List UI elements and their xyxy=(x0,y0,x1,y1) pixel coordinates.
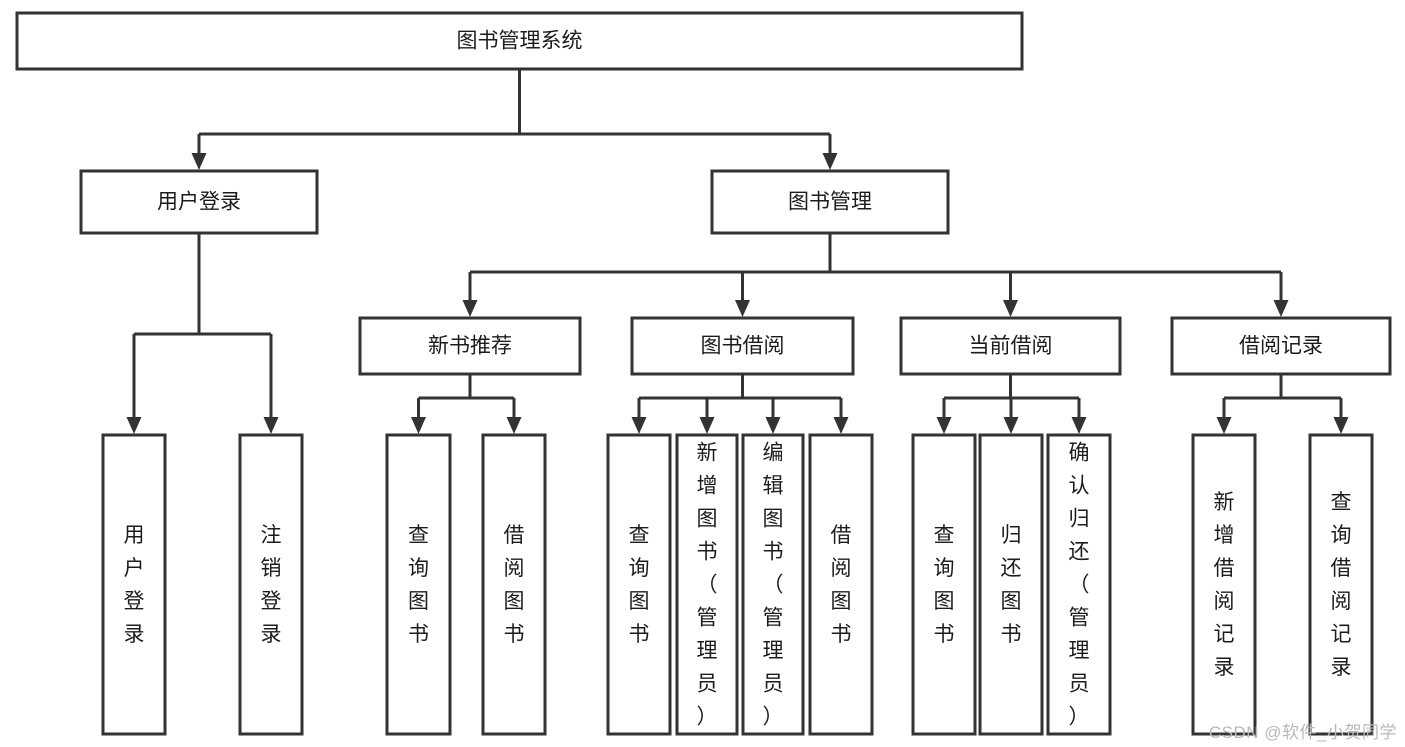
node-borrow[interactable]: 图书借阅 xyxy=(630,316,855,376)
node-box-leaf-borrow-book-1[interactable] xyxy=(481,433,547,736)
node-label-borrow: 图书借阅 xyxy=(701,335,785,358)
connector-group-newbook xyxy=(411,374,522,434)
node-box-bookmgmt[interactable] xyxy=(710,169,950,235)
node-box-leaf-query-record[interactable] xyxy=(1308,433,1374,736)
node-label-login: 用户登录 xyxy=(157,191,241,214)
node-box-borrow[interactable] xyxy=(630,316,855,376)
node-box-login[interactable] xyxy=(79,169,319,235)
node-records[interactable]: 借阅记录 xyxy=(1170,316,1392,376)
node-label-root: 图书管理系统 xyxy=(457,30,583,53)
node-label-leaf-query-book-1: 查询图书 xyxy=(408,524,429,646)
node-leaf-query-book-1[interactable]: 查询图书 xyxy=(385,433,452,736)
watermark-label: CSDN @软件_小贺同学 xyxy=(1208,723,1397,742)
connector-group-root xyxy=(191,69,838,170)
node-box-current[interactable] xyxy=(899,316,1122,376)
node-box-leaf-query-book-3[interactable] xyxy=(911,433,977,736)
node-leaf-query-book-2[interactable]: 查询图书 xyxy=(606,433,672,736)
node-bookmgmt[interactable]: 图书管理 xyxy=(710,169,950,235)
node-box-newbook[interactable] xyxy=(358,316,582,376)
node-leaf-query-book-3[interactable]: 查询图书 xyxy=(911,433,977,736)
node-label-leaf-borrow-book-1: 借阅图书 xyxy=(504,524,525,646)
connector-group-bookmgmt xyxy=(462,233,1289,317)
node-leaf-add-book[interactable]: 新增图书（管理员） xyxy=(675,433,739,736)
node-current[interactable]: 当前借阅 xyxy=(899,316,1122,376)
node-box-leaf-query-book-2[interactable] xyxy=(606,433,672,736)
node-box-leaf-user-logout[interactable] xyxy=(238,433,304,736)
node-box-leaf-query-book-1[interactable] xyxy=(385,433,452,736)
node-label-leaf-borrow-book-2: 借阅图书 xyxy=(831,524,852,646)
node-label-leaf-add-book: 新增图书（管理员） xyxy=(697,441,718,728)
node-newbook[interactable]: 新书推荐 xyxy=(358,316,582,376)
connector-group-current xyxy=(936,374,1087,434)
node-label-leaf-query-book-2: 查询图书 xyxy=(629,524,650,646)
node-leaf-return-book[interactable]: 归还图书 xyxy=(978,433,1044,736)
node-leaf-user-logout[interactable]: 注销登录 xyxy=(238,433,304,736)
node-label-bookmgmt: 图书管理 xyxy=(788,191,872,214)
connectors-layer xyxy=(126,69,1349,434)
connector-group-login xyxy=(126,233,279,434)
node-label-leaf-edit-book: 编辑图书（管理员） xyxy=(763,441,784,728)
node-label-current: 当前借阅 xyxy=(969,335,1053,358)
node-leaf-borrow-book-1[interactable]: 借阅图书 xyxy=(481,433,547,736)
node-box-leaf-edit-book[interactable] xyxy=(741,433,805,736)
node-label-newbook: 新书推荐 xyxy=(428,335,512,358)
node-box-leaf-add-book[interactable] xyxy=(675,433,739,736)
node-label-records: 借阅记录 xyxy=(1239,335,1323,358)
node-box-records[interactable] xyxy=(1170,316,1392,376)
node-label-leaf-add-record: 新增借阅记录 xyxy=(1214,491,1235,679)
node-box-leaf-add-record[interactable] xyxy=(1191,433,1257,736)
connector-group-records xyxy=(1216,374,1349,434)
node-label-leaf-confirm-return: 确认归还（管理员） xyxy=(1069,441,1090,728)
node-box-leaf-confirm-return[interactable] xyxy=(1046,433,1112,736)
node-label-leaf-return-book: 归还图书 xyxy=(1001,524,1022,646)
node-leaf-add-record[interactable]: 新增借阅记录 xyxy=(1191,433,1257,736)
node-leaf-confirm-return[interactable]: 确认归还（管理员） xyxy=(1046,433,1112,736)
node-label-leaf-user-logout: 注销登录 xyxy=(261,524,282,646)
node-leaf-borrow-book-2[interactable]: 借阅图书 xyxy=(808,433,874,736)
node-root[interactable]: 图书管理系统 xyxy=(15,11,1024,71)
node-box-leaf-borrow-book-2[interactable] xyxy=(808,433,874,736)
connector-group-borrow xyxy=(631,374,849,434)
node-login[interactable]: 用户登录 xyxy=(79,169,319,235)
nodes-layer: 图书管理系统用户登录图书管理新书推荐图书借阅当前借阅借阅记录用户登录注销登录查询… xyxy=(15,11,1392,736)
node-leaf-query-record[interactable]: 查询借阅记录 xyxy=(1308,433,1374,736)
node-leaf-edit-book[interactable]: 编辑图书（管理员） xyxy=(741,433,805,736)
node-label-leaf-query-record: 查询借阅记录 xyxy=(1331,491,1352,679)
node-label-leaf-user-login: 用户登录 xyxy=(124,524,145,646)
node-label-leaf-query-book-3: 查询图书 xyxy=(934,524,955,646)
node-box-root[interactable] xyxy=(15,11,1024,71)
node-leaf-user-login[interactable]: 用户登录 xyxy=(101,433,167,736)
node-box-leaf-return-book[interactable] xyxy=(978,433,1044,736)
node-box-leaf-user-login[interactable] xyxy=(101,433,167,736)
